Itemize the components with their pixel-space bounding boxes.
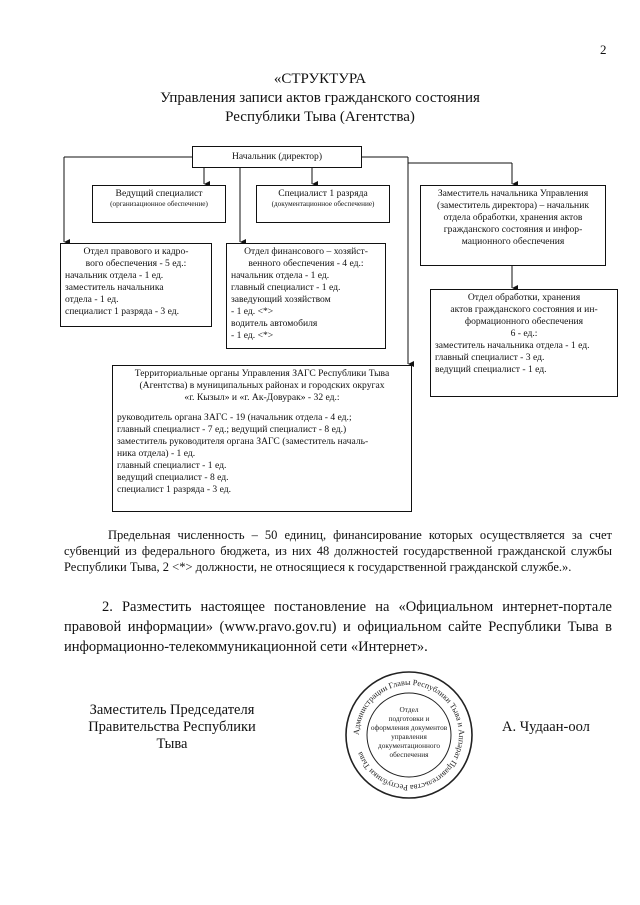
- legal-dept-line: заместитель начальника: [65, 282, 164, 293]
- processing-dept-line: Отдел обработки, хранения: [467, 292, 581, 303]
- signature-position-line2: Правительства Республики Тыва: [88, 719, 256, 752]
- lead-specialist-title: Ведущий специалист: [115, 188, 203, 199]
- org-deputy-box: Заместитель начальника Управления (замес…: [420, 185, 606, 266]
- doc-title-line1: «СТРУКТУРА: [273, 71, 367, 87]
- stamp-center-line: документационного: [378, 741, 440, 750]
- legal-dept-line: Отдел правового и кадро-: [83, 246, 189, 257]
- page-number: 2: [600, 42, 607, 57]
- signature-position-line1: Заместитель Председателя: [89, 702, 255, 718]
- doc-title-line2: Управления записи актов гражданского сос…: [160, 90, 480, 106]
- deputy-line: (заместитель директора) – начальник: [437, 200, 589, 211]
- finance-dept-line: - 1 ед. <*>: [231, 330, 274, 341]
- official-stamp: Администрации Главы Республики Тыва и Ап…: [345, 671, 473, 799]
- finance-dept-line: главный специалист - 1 ед.: [231, 282, 341, 293]
- deputy-line: мационного обеспечения: [461, 236, 565, 247]
- finance-dept-line: - 1 ед. <*>: [231, 306, 274, 317]
- stamp-center-line: управления: [391, 732, 427, 741]
- deputy-line: гражданского состояния и инфор-: [443, 224, 583, 235]
- territorial-body-line: заместитель руководителя органа ЗАГС (за…: [117, 436, 369, 447]
- org-finance-dept-box: Отдел финансового – хозяйст- венного обе…: [226, 243, 386, 349]
- signature-name: А. Чудаан-оол: [502, 719, 590, 735]
- processing-dept-line: актов гражданского состояния и ин-: [450, 304, 598, 315]
- processing-dept-line: 6 - ед.:: [510, 328, 538, 339]
- legal-dept-line: начальник отдела - 1 ед.: [65, 270, 164, 281]
- doc-title-line3: Республики Тыва (Агентства): [225, 109, 415, 125]
- legal-dept-line: вого обеспечения - 5 ед.:: [85, 258, 187, 269]
- territorial-body-line: руководитель органа ЗАГС - 19 (начальник…: [117, 412, 352, 423]
- org-head-box: Начальник (директор): [192, 146, 362, 168]
- deputy-line: Заместитель начальника Управления: [437, 188, 589, 199]
- stamp-center-line: Отдел: [400, 705, 419, 714]
- finance-dept-line: начальник отдела - 1 ед.: [231, 270, 330, 281]
- org-head-label: Начальник (директор): [231, 151, 323, 162]
- processing-dept-line: формационного обеспечения: [464, 316, 584, 327]
- stamp-center-line: подготовки и: [389, 714, 430, 723]
- territorial-body-line: ника отдела) - 1 ед.: [117, 448, 196, 459]
- stamp-center-line: обеспечения: [390, 750, 430, 759]
- legal-dept-line: отдела - 1 ед.: [65, 294, 119, 305]
- paragraph-staff-limit: Предельная численность – 50 единиц, фина…: [64, 528, 612, 574]
- org-specialist1-box: Специалист 1 разряда (документационное о…: [256, 185, 390, 223]
- legal-dept-line: специалист 1 разряда - 3 ед.: [65, 306, 180, 317]
- finance-dept-line: заведующий хозяйством: [231, 294, 331, 305]
- territorial-header-line: Территориальные органы Управления ЗАГС Р…: [134, 368, 390, 379]
- finance-dept-line: Отдел финансового – хозяйст-: [244, 246, 368, 257]
- territorial-header-line: «г. Кызыл» и «г. Ак-Довурак» - 32 ед.:: [184, 392, 340, 403]
- paragraph-publish: 2. Разместить настоящее постановление на…: [64, 599, 612, 655]
- deputy-line: отдела обработки, хранения актов: [443, 212, 583, 223]
- processing-dept-line: заместитель начальника отдела - 1 ед.: [435, 340, 590, 351]
- finance-dept-line: венного обеспечения - 4 ед.:: [248, 258, 364, 269]
- org-lead-specialist-box: Ведущий специалист (организационное обес…: [92, 185, 226, 223]
- processing-dept-line: ведущий специалист - 1 ед.: [435, 364, 547, 375]
- lead-specialist-sub: (организационное обеспечение): [110, 200, 208, 208]
- org-territorial-box: Территориальные органы Управления ЗАГС Р…: [112, 365, 412, 512]
- territorial-body-line: специалист 1 разряда - 3 ед.: [117, 484, 232, 495]
- org-legal-dept-box: Отдел правового и кадро- вого обеспечени…: [60, 243, 212, 327]
- specialist1-title: Специалист 1 разряда: [278, 188, 368, 199]
- territorial-body-line: ведущий специалист - 8 ед.: [117, 472, 229, 483]
- territorial-body-line: главный специалист - 1 ед.: [117, 460, 227, 471]
- org-processing-dept-box: Отдел обработки, хранения актов гражданс…: [430, 289, 618, 397]
- stamp-center-line: оформления документов: [371, 723, 448, 732]
- territorial-body-line: главный специалист - 7 ед.; ведущий спец…: [117, 424, 347, 435]
- processing-dept-line: главный специалист - 3 ед.: [435, 352, 545, 363]
- territorial-header-line: (Агентства) в муниципальных районах и го…: [139, 380, 385, 391]
- finance-dept-line: водитель автомобиля: [231, 318, 318, 329]
- specialist1-sub: (документационное обеспечение): [271, 200, 375, 208]
- signature-position: Заместитель Председателя Правительства Р…: [74, 702, 270, 753]
